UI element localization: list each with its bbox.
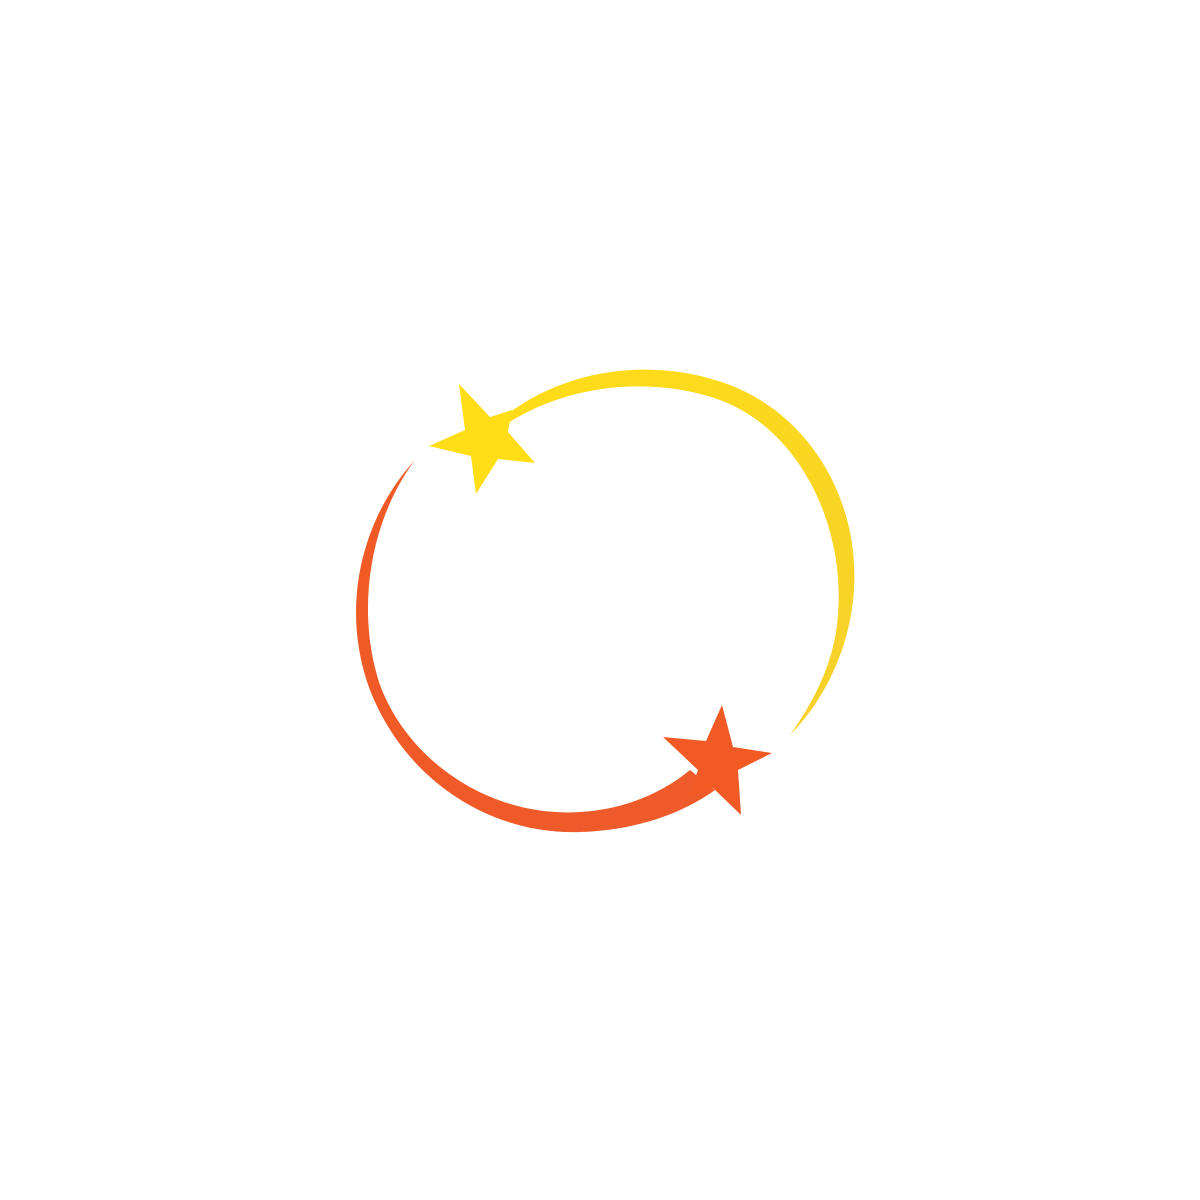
yellow-swoosh-arc — [500, 369, 855, 735]
yellow-star-icon — [429, 384, 535, 494]
orange-swoosh-arc — [356, 460, 715, 833]
orange-star-icon — [663, 705, 772, 815]
